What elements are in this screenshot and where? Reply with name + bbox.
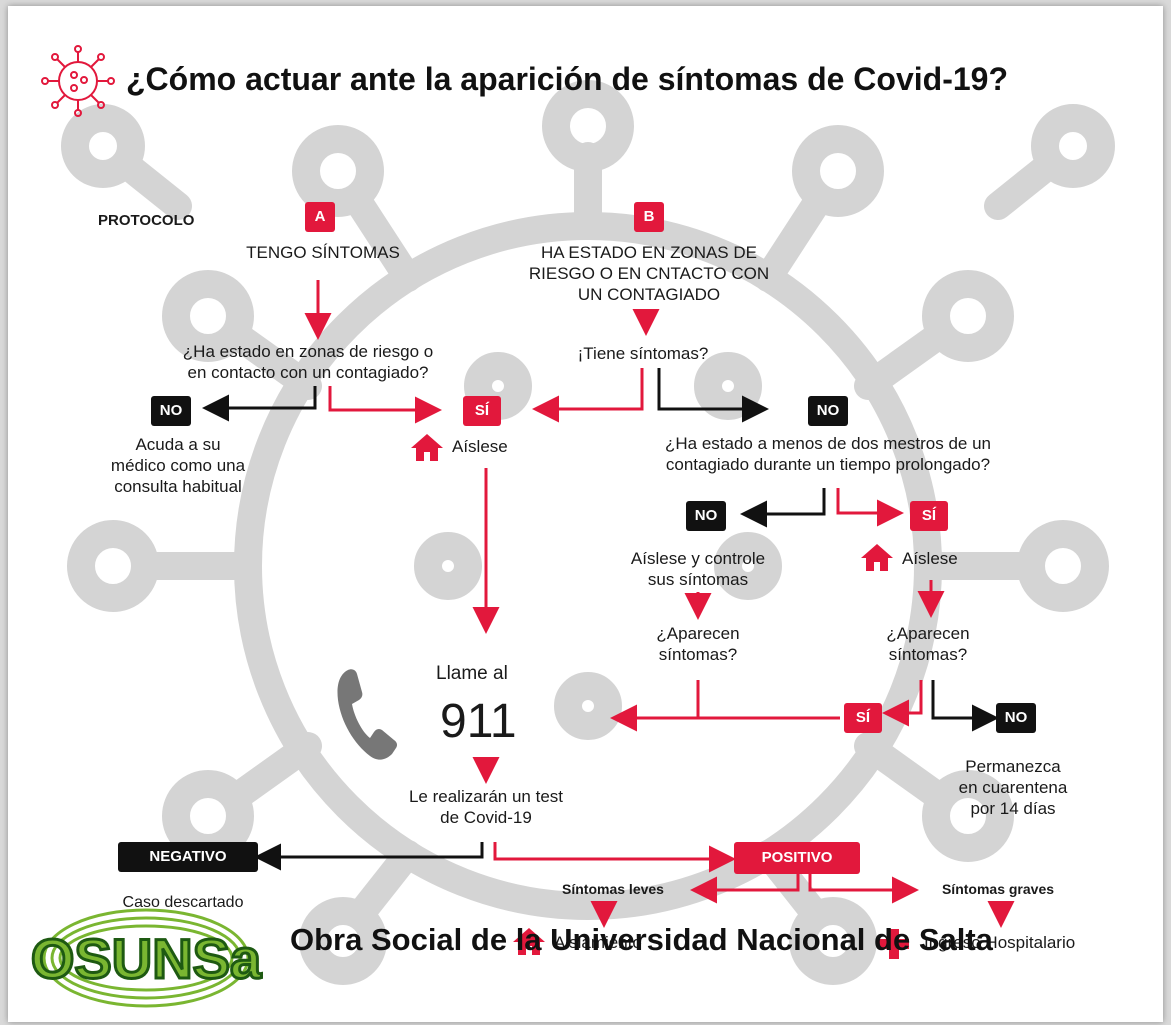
footer-text: Obra Social de la Universidad Nacional d… xyxy=(290,922,993,957)
house-icon xyxy=(411,434,443,461)
flow-arrows xyxy=(202,280,1015,928)
virus-icon xyxy=(41,45,115,117)
house-icon xyxy=(861,544,893,571)
badge-positive: POSITIVO xyxy=(734,842,860,874)
protocol-label: PROTOCOLO xyxy=(98,212,195,229)
badge-no-a: NO xyxy=(151,396,191,426)
call-number: 911 xyxy=(440,695,517,748)
osunsa-logo: OSUNSa xyxy=(29,908,263,1008)
badge-si-center: SÍ xyxy=(463,396,501,426)
question-b: ¡Tiene síntomas? xyxy=(577,344,709,363)
badge-no-appear: NO xyxy=(996,703,1036,733)
infographic-card: ¿Cómo actuar ante la aparición de síntom… xyxy=(8,6,1163,1022)
svg-text:OSUNSa: OSUNSa xyxy=(31,927,262,990)
negative-text: Caso descartado xyxy=(122,894,244,911)
page-title: ¿Cómo actuar ante la aparición de síntom… xyxy=(126,61,1008,97)
si-c-text: Aíslese xyxy=(902,549,958,568)
badge-b: B xyxy=(634,202,664,232)
badge-no-b: NO xyxy=(808,396,848,426)
branch-a-text: TENGO SÍNTOMAS xyxy=(246,243,400,262)
call-label: Llame al xyxy=(436,663,508,684)
severe-label: Síntomas graves xyxy=(941,881,1055,897)
badge-si-c: SÍ xyxy=(910,501,948,531)
mild-label: Síntomas leves xyxy=(562,881,664,897)
badge-no-c: NO xyxy=(686,501,726,531)
severe-action: Ingreso Hospitalario xyxy=(924,933,1076,952)
mild-action: Aislamiento xyxy=(554,933,642,952)
house-icon xyxy=(513,928,545,955)
phone-icon xyxy=(337,669,398,760)
virus-background xyxy=(61,80,1115,985)
badge-si-appear: SÍ xyxy=(844,703,882,733)
si-center-text: Aíslese xyxy=(452,437,508,456)
badge-negative: NEGATIVO xyxy=(118,842,258,872)
cross-icon xyxy=(879,929,909,959)
badge-a: A xyxy=(305,202,335,232)
